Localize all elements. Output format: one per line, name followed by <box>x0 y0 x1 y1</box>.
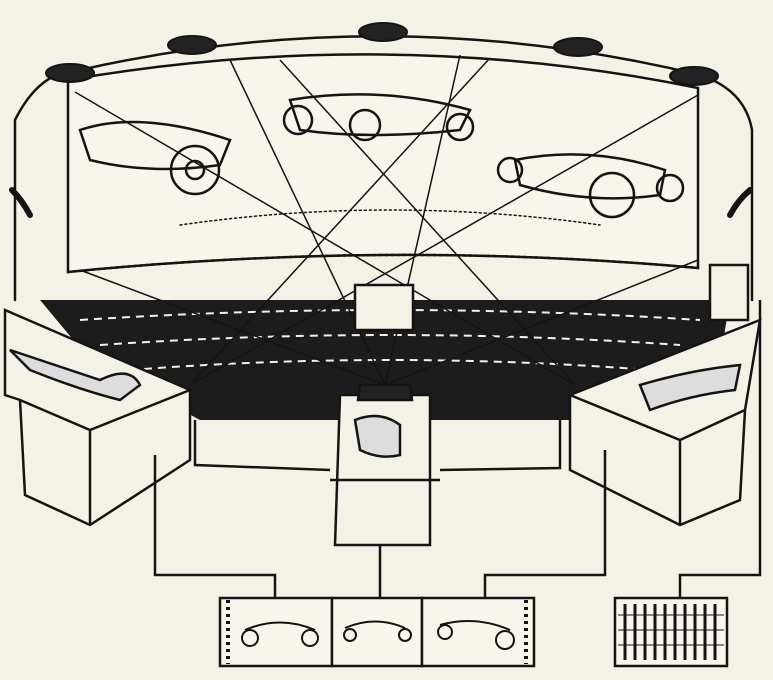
film-strip-left <box>9 348 142 402</box>
film-strip-center <box>353 414 402 458</box>
speaker-icon <box>45 63 95 83</box>
speaker-icon <box>669 66 719 86</box>
sound-track-panel <box>613 596 729 668</box>
projection-beams <box>74 54 699 386</box>
projection-booth <box>353 283 415 332</box>
film-frame-right <box>420 596 536 668</box>
film-strip-right <box>638 363 742 412</box>
film-frame-center <box>330 596 424 668</box>
curved-screen <box>66 53 700 274</box>
race-cars <box>78 93 685 219</box>
control-box <box>708 263 750 322</box>
film-frames <box>218 596 536 668</box>
speaker-icon <box>358 22 408 42</box>
speaker-icon <box>167 35 217 55</box>
film-frame-left <box>218 596 334 668</box>
speakers <box>45 22 719 86</box>
speaker-icon <box>553 37 603 57</box>
